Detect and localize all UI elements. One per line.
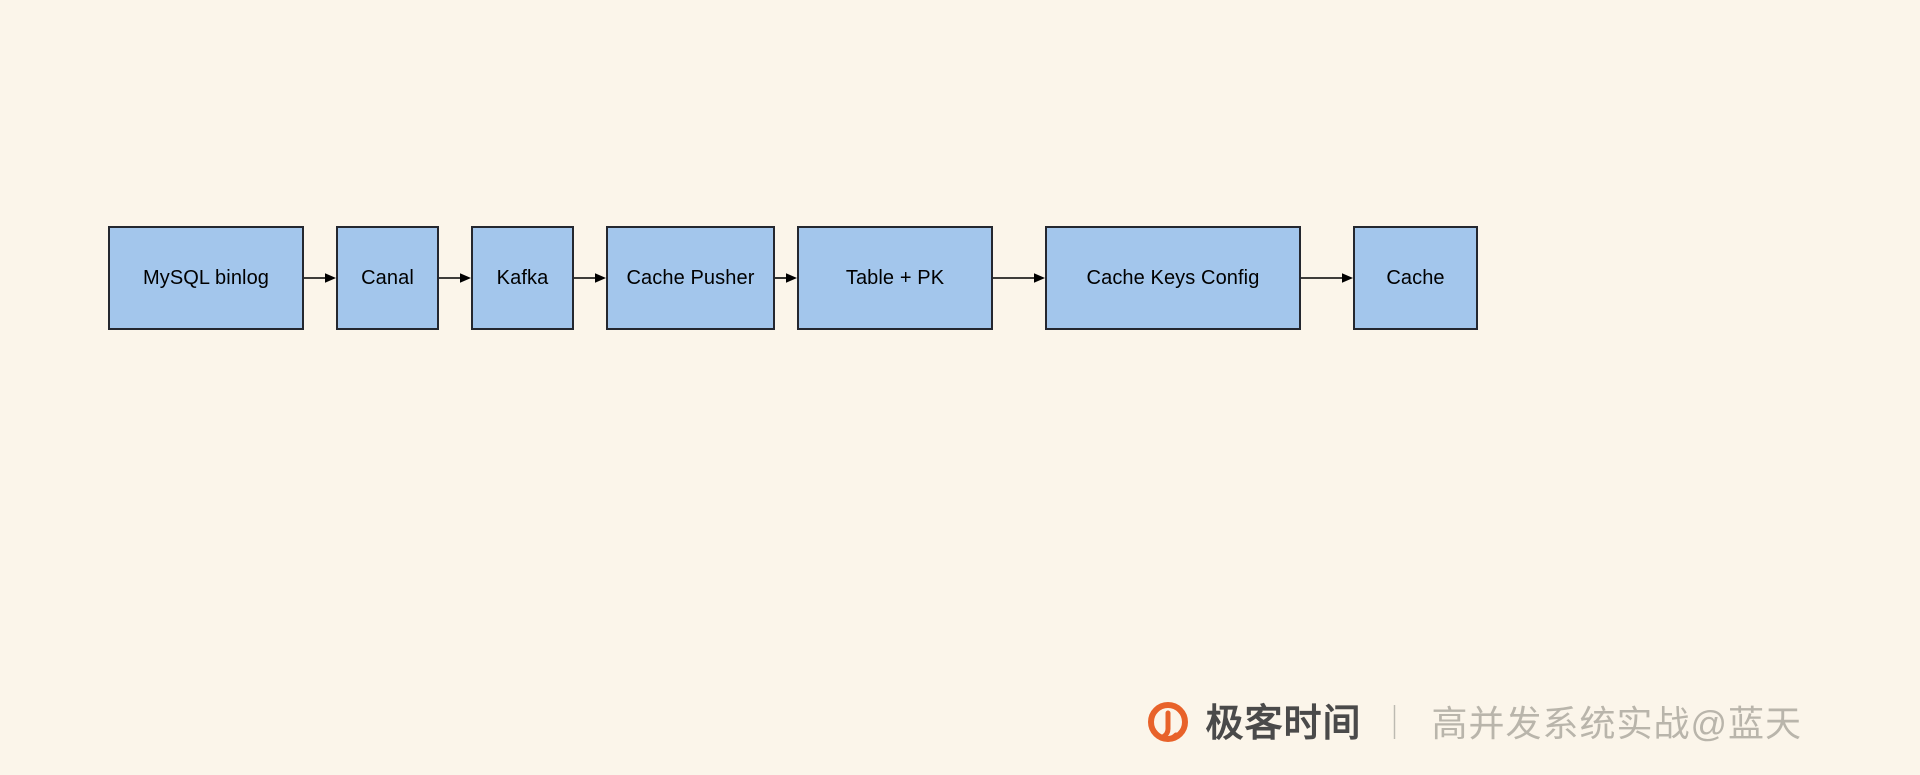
flow-node-cache-pusher[interactable]: Cache Pusher [606,226,775,330]
geekbang-logo-icon [1145,701,1191,747]
watermark-divider: ｜ [1377,705,1412,743]
flowchart-node-row: MySQL binlog Canal Kafka Cache Pusher Table … [108,226,1478,330]
watermark: 极客时间 ｜ 高并发系统实战@蓝天 [1145,701,1802,747]
flow-node-canal[interactable]: Canal [336,226,439,330]
flow-node-label: Table + PK [845,267,945,289]
flow-node-label: MySQL binlog [142,267,270,289]
flow-arrow [775,226,797,330]
flow-node-mysql-binlog[interactable]: MySQL binlog [108,226,304,330]
flow-node-label: Cache [1386,267,1445,289]
flow-node-label: Cache Keys Config [1086,267,1260,289]
flow-node-table-pk[interactable]: Table + PK [797,226,993,330]
flow-arrow [1301,226,1353,330]
watermark-course: 高并发系统实战@蓝天 [1431,703,1802,744]
flow-node-cache-keys-config[interactable]: Cache Keys Config [1045,226,1301,330]
flow-node-label: Canal [361,267,414,289]
flow-arrow [304,226,336,330]
flow-node-cache[interactable]: Cache [1353,226,1478,330]
flow-node-label: Kafka [496,267,549,289]
watermark-brand: 极客时间 [1205,703,1362,745]
flow-arrow [439,226,471,330]
flow-arrow [574,226,606,330]
flow-arrow [993,226,1045,330]
flow-node-kafka[interactable]: Kafka [471,226,574,330]
flow-node-label: Cache Pusher [626,267,755,289]
